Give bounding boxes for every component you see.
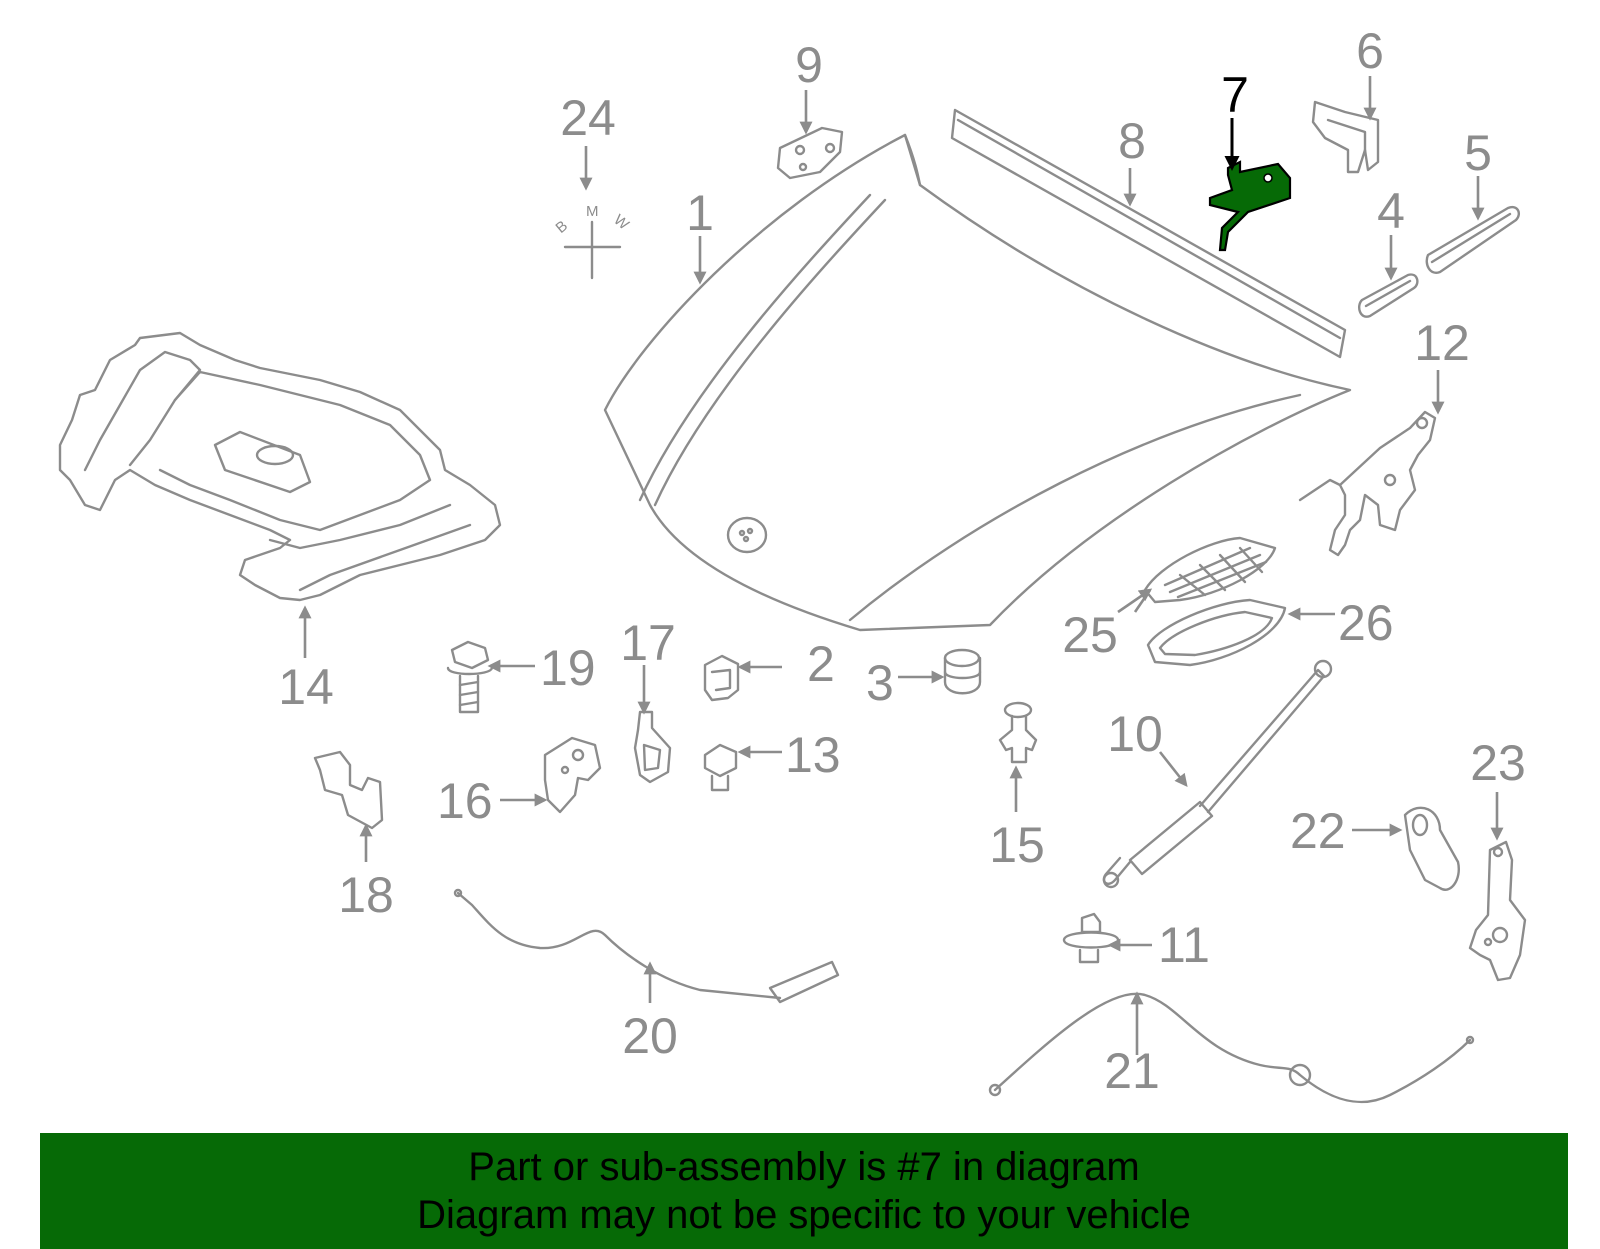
callout-23: 23 bbox=[1470, 735, 1526, 791]
callout-16: 16 bbox=[437, 773, 493, 829]
callout-26: 26 bbox=[1338, 595, 1394, 651]
callout-21: 21 bbox=[1104, 1043, 1160, 1099]
part-7-bracket-highlighted[interactable] bbox=[1208, 160, 1292, 252]
part-23-hinge-arm[interactable] bbox=[1468, 840, 1527, 982]
part-20-release-cable[interactable] bbox=[453, 888, 840, 1004]
leader-arrows bbox=[298, 76, 1504, 1055]
part-1-hood[interactable] bbox=[603, 133, 1352, 632]
part-15-push-pin[interactable] bbox=[998, 701, 1038, 764]
callout-11: 11 bbox=[1158, 917, 1210, 973]
part-8-seal-strip[interactable] bbox=[950, 108, 1347, 359]
callout-5: 5 bbox=[1464, 125, 1492, 181]
callout-labels: 1 2 3 4 5 6 7 8 9 10 11 12 13 14 15 16 1… bbox=[278, 23, 1526, 1099]
callout-19: 19 bbox=[540, 640, 596, 696]
part-22-buffer[interactable] bbox=[1403, 806, 1460, 891]
part-24-emblem[interactable]: B M W bbox=[553, 203, 633, 280]
emblem-letter-w: W bbox=[610, 211, 632, 234]
callout-7-highlighted: 7 bbox=[1221, 67, 1249, 123]
callout-3: 3 bbox=[866, 655, 894, 711]
callout-15: 15 bbox=[989, 817, 1045, 873]
callout-14: 14 bbox=[278, 659, 334, 715]
callout-8: 8 bbox=[1118, 113, 1146, 169]
part-18-bracket[interactable] bbox=[313, 750, 384, 830]
part-10-gas-strut[interactable] bbox=[1102, 659, 1333, 889]
info-banner: Part or sub-assembly is #7 in diagram Di… bbox=[40, 1133, 1568, 1249]
part-2-clip[interactable] bbox=[703, 654, 740, 702]
emblem-letter-m: M bbox=[586, 203, 599, 220]
part-12-hinge[interactable] bbox=[1298, 410, 1437, 557]
callout-24: 24 bbox=[560, 90, 616, 146]
part-9-plate[interactable] bbox=[776, 126, 844, 180]
part-19-bolt[interactable] bbox=[446, 640, 494, 714]
callout-18: 18 bbox=[338, 867, 394, 923]
callout-10: 10 bbox=[1107, 706, 1163, 762]
banner-line-disclaimer: Diagram may not be specific to your vehi… bbox=[417, 1193, 1191, 1237]
emblem-letter-b: B bbox=[553, 217, 572, 236]
part-17-pad[interactable] bbox=[633, 710, 672, 784]
part-16-latch[interactable] bbox=[543, 736, 602, 814]
callout-1: 1 bbox=[686, 185, 714, 241]
part-14-insulation-pad[interactable] bbox=[58, 331, 502, 602]
part-5-trim[interactable] bbox=[1425, 205, 1520, 274]
part-4-trim[interactable] bbox=[1358, 273, 1419, 318]
part-26-gasket[interactable] bbox=[1146, 598, 1287, 667]
callout-22: 22 bbox=[1290, 803, 1346, 859]
callout-6: 6 bbox=[1356, 23, 1384, 79]
part-11-grommet[interactable] bbox=[1062, 912, 1120, 964]
part-21-release-cable[interactable] bbox=[988, 992, 1475, 1104]
callout-17: 17 bbox=[620, 615, 676, 671]
callout-4: 4 bbox=[1377, 183, 1405, 239]
callout-25: 25 bbox=[1062, 607, 1118, 663]
part-13-nut[interactable] bbox=[703, 743, 738, 792]
callout-12: 12 bbox=[1414, 315, 1470, 371]
callout-2: 2 bbox=[807, 636, 835, 692]
callout-13: 13 bbox=[785, 727, 841, 783]
banner-line-part-number: Part or sub-assembly is #7 in diagram bbox=[468, 1145, 1140, 1189]
part-3-bumper[interactable] bbox=[943, 648, 982, 695]
callout-20: 20 bbox=[622, 1008, 678, 1064]
part-25-grille[interactable] bbox=[1143, 536, 1277, 604]
callout-9: 9 bbox=[795, 37, 823, 93]
part-6-bracket[interactable] bbox=[1311, 100, 1380, 174]
